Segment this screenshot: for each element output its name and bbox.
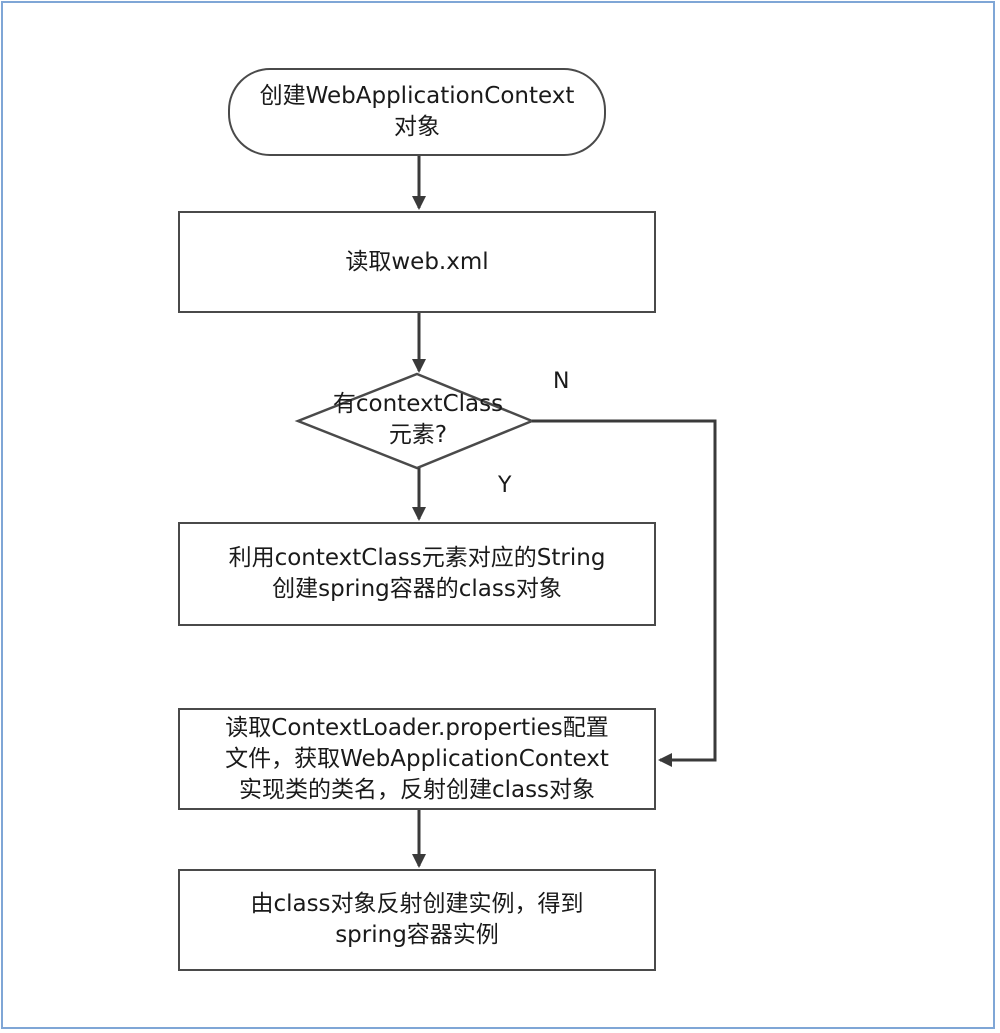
read-web-xml-node: 读取web.xml [178,211,656,313]
decision-node-text: 有contextClass 元素? [300,380,536,460]
use-context-class-line-1: 利用contextClass元素对应的String [228,545,606,571]
decision-line-2: 元素? [388,422,448,448]
arrow-no-branch [532,419,717,767]
decision-diamond [294,372,536,470]
read-properties-node: 读取ContextLoader.properties配置 文件，获取WebApp… [178,708,656,810]
read-properties-line-1: 读取ContextLoader.properties配置 [225,714,609,741]
use-context-class-node: 利用contextClass元素对应的String 创建spring容器的cla… [178,522,656,626]
read-properties-line-2: 文件，获取WebApplicationContext [225,745,609,772]
create-instance-line-2: spring容器实例 [335,922,499,948]
start-node-line-2: 对象 [394,114,440,140]
read-web-xml-text: 读取web.xml [345,248,489,275]
read-properties-line-3: 实现类的类名，反射创建class对象 [238,776,596,803]
start-node: 创建WebApplicationContext 对象 [228,68,606,156]
decision-line-1: 有contextClass [332,391,504,417]
create-instance-node: 由class对象反射创建实例，得到 spring容器实例 [178,869,656,971]
branch-yes-label: Y [498,473,512,498]
branch-no-label: N [553,369,570,394]
create-instance-line-1: 由class对象反射创建实例，得到 [250,891,584,917]
use-context-class-line-2: 创建spring容器的class对象 [272,576,562,602]
start-node-line-1: 创建WebApplicationContext [259,83,575,109]
